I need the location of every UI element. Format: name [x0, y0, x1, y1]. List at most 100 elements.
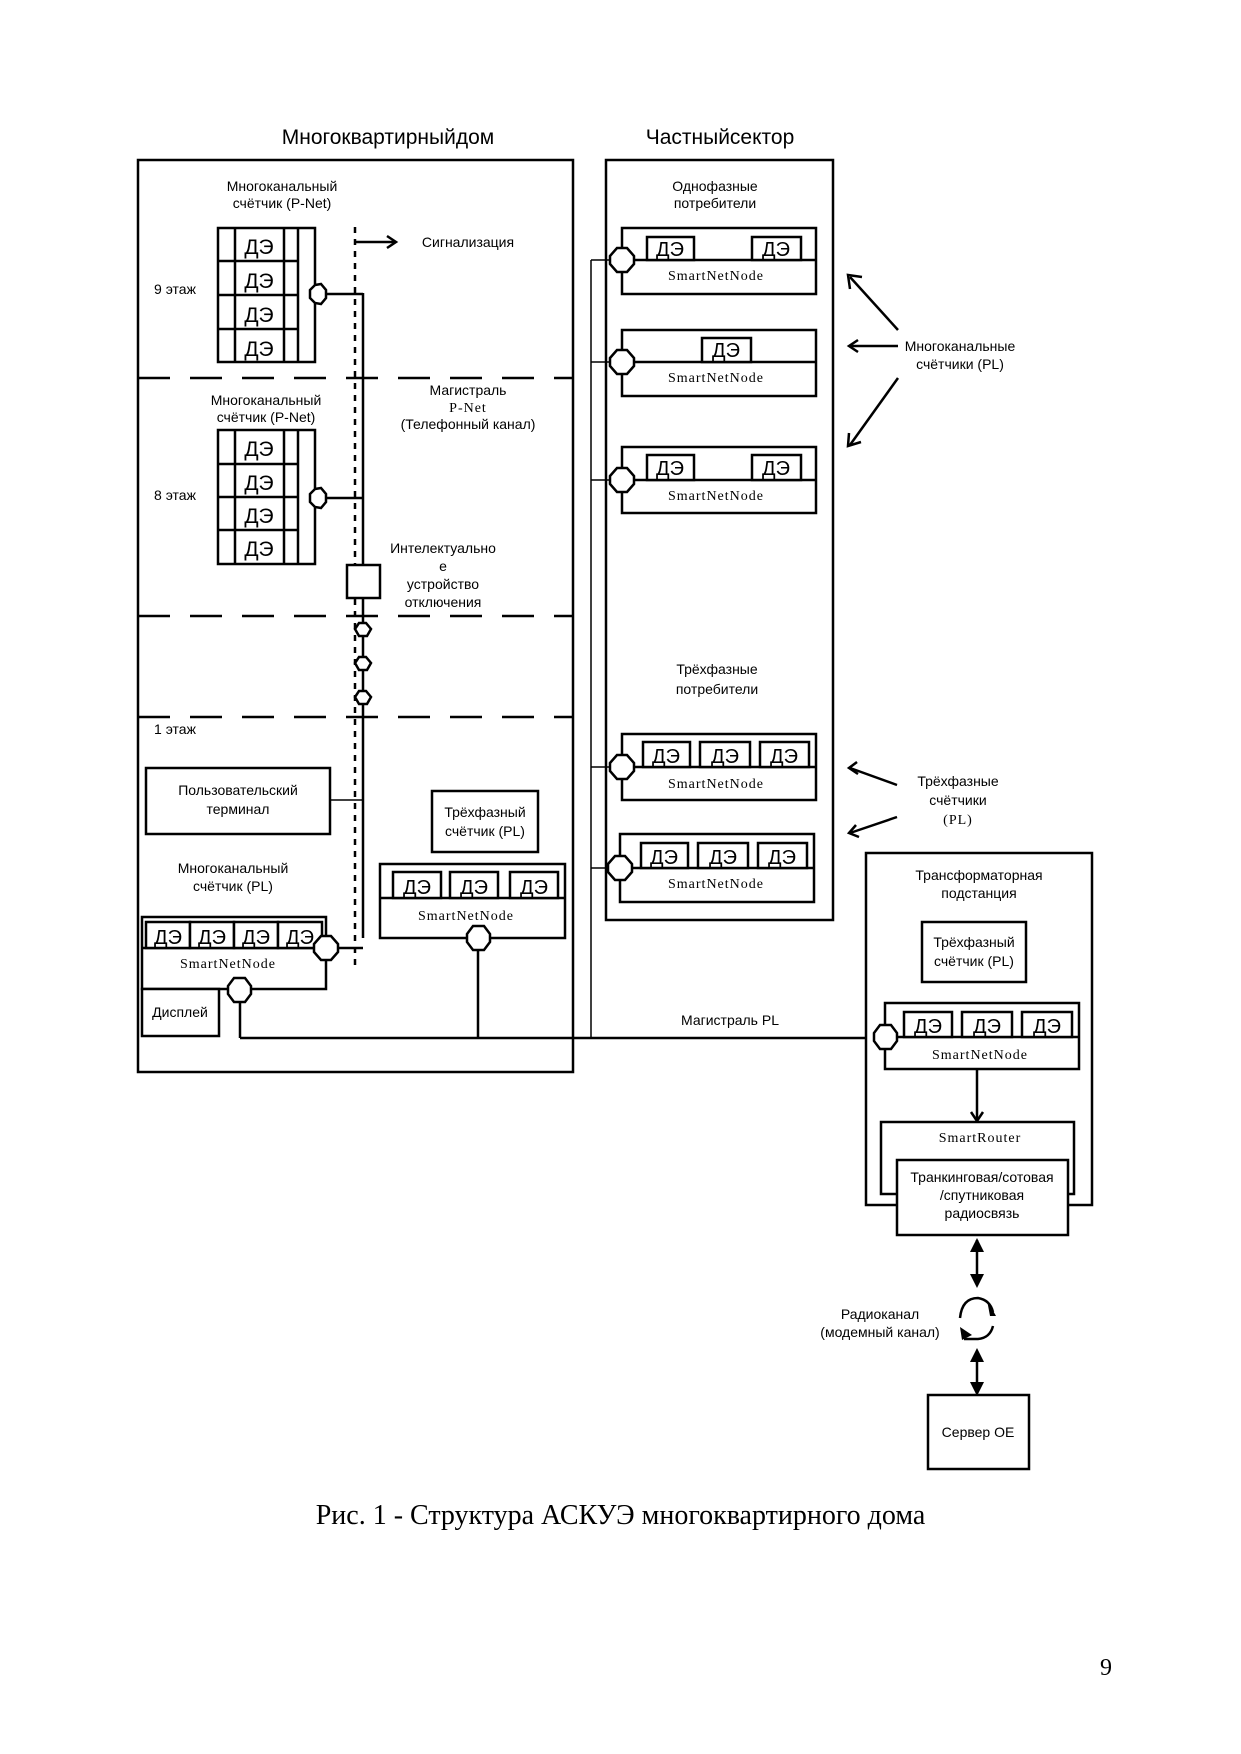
three-phase-meter-label: Трёхфазный — [444, 804, 525, 820]
de-cell: ДЭ — [244, 236, 273, 259]
pointer-arrow — [849, 815, 898, 835]
connector-node-icon — [353, 689, 373, 706]
de-cell: ДЭ — [768, 847, 796, 869]
multichannel-meter-pnet-floor9: ДЭ ДЭ ДЭ ДЭ — [216, 226, 317, 364]
de-cell: ДЭ — [244, 505, 273, 528]
meter-pl-label: счётчик (PL) — [193, 878, 273, 894]
smart-net-node-label: SmartNetNode — [668, 371, 764, 386]
pointer-arrow — [848, 377, 900, 446]
display-label: Дисплей — [152, 1004, 208, 1020]
de-cell: ДЭ — [242, 927, 270, 949]
meter-pnet-label: счётчик (P-Net) — [217, 409, 316, 425]
meter-pnet-label: счётчик (P-Net) — [233, 195, 332, 211]
three-phase-meters-label: Трёхфазные — [917, 773, 999, 789]
smart-net-node-three-phase-2: ДЭ ДЭ ДЭ SmartNetNode — [618, 832, 816, 904]
arrow-head-icon — [846, 761, 859, 776]
de-cell: ДЭ — [973, 1016, 1001, 1038]
radio-channel-label: Радиоканал — [841, 1306, 919, 1322]
smart-net-node-label: SmartNetNode — [668, 269, 764, 284]
arrow-head-icon — [846, 273, 863, 290]
de-cell: ДЭ — [711, 746, 739, 768]
alarm-label: Сигнализация — [422, 234, 514, 250]
section-title-private-sector: Частныйсектор — [646, 126, 795, 149]
connector-node-icon — [312, 934, 340, 962]
single-phase-label: потребители — [674, 195, 756, 211]
de-cell: ДЭ — [244, 438, 273, 461]
substation-three-phase-meter-box — [920, 920, 1028, 984]
arrow-head-icon — [970, 1382, 984, 1396]
smart-net-node-single-phase-1: ДЭ ДЭ SmartNetNode — [620, 226, 818, 296]
cutoff-label: отключения — [405, 594, 482, 610]
meter-pnet-label: Многоканальный — [211, 392, 322, 408]
cutoff-label: устройство — [407, 576, 479, 592]
arrow-head-icon — [846, 338, 859, 354]
multi-meters-pl-label: счётчики (PL) — [916, 356, 1004, 372]
smart-cutoff-device — [345, 563, 382, 600]
smart-net-node-label: SmartNetNode — [180, 957, 276, 972]
connector-node-icon — [308, 282, 328, 306]
de-cell: ДЭ — [460, 877, 488, 899]
server-box — [926, 1393, 1031, 1471]
connector-node-icon — [226, 976, 253, 1004]
de-cell: ДЭ — [244, 338, 273, 361]
floor-label-8: 8 этаж — [154, 487, 197, 503]
de-cell: ДЭ — [650, 847, 678, 869]
cutoff-label: Интелектуально — [390, 540, 496, 556]
de-cell: ДЭ — [914, 1016, 942, 1038]
de-cell: ДЭ — [770, 746, 798, 768]
pnet-trunk-label: Магистраль — [430, 382, 507, 398]
connector-node-icon — [465, 924, 492, 952]
single-phase-label: Однофазные — [672, 178, 758, 194]
cutoff-label: е — [439, 558, 447, 574]
figure-caption: Рис. 1 - Структура АСКУЭ многоквартирног… — [315, 1500, 926, 1531]
smart-net-node-label: SmartNetNode — [668, 877, 764, 892]
smart-router-label: SmartRouter — [939, 1131, 1022, 1146]
connector-node-icon — [353, 621, 373, 638]
smart-net-node-single-phase-3: ДЭ ДЭ SmartNetNode — [620, 445, 818, 515]
smart-net-node-single-phase-2: ДЭ SmartNetNode — [620, 328, 818, 398]
arrow-head-icon — [970, 1274, 984, 1288]
de-cell: ДЭ — [656, 458, 684, 480]
connector-node-icon — [308, 486, 328, 510]
connector-node-icon — [872, 1023, 899, 1051]
three-phase-meter-label: Трёхфазный — [933, 934, 1014, 950]
three-phase-meter-label: счётчик (PL) — [445, 823, 525, 839]
substation-label: Трансформаторная — [915, 867, 1042, 883]
smart-net-node-label: SmartNetNode — [418, 909, 514, 924]
three-phase-meters-label: (PL) — [943, 813, 973, 828]
de-cell: ДЭ — [154, 927, 182, 949]
arrow-head-icon — [846, 432, 862, 448]
multi-meters-pl-label: Многоканальные — [905, 338, 1016, 354]
meter-pl-label: Многоканальный — [178, 860, 289, 876]
radio-link-label: радиосвязь — [945, 1205, 1020, 1221]
meter-pnet-label: Многоканальный — [227, 178, 338, 194]
arrow-head-icon — [970, 1348, 984, 1362]
connector-node-icon — [608, 753, 636, 781]
page-number: 9 — [1100, 1655, 1112, 1681]
connector-node-icon — [608, 246, 636, 274]
three-phase-meter-box — [430, 789, 540, 854]
three-phase-meter-label: счётчик (PL) — [934, 953, 1014, 969]
de-cell: ДЭ — [244, 304, 273, 327]
de-cell: ДЭ — [403, 877, 431, 899]
smart-net-node-label: SmartNetNode — [932, 1048, 1028, 1063]
smart-net-node-label: SmartNetNode — [668, 777, 764, 792]
de-cell: ДЭ — [244, 270, 273, 293]
multichannel-meter-pnet-floor8: ДЭ ДЭ ДЭ ДЭ — [216, 428, 317, 566]
de-cell: ДЭ — [286, 927, 314, 949]
de-cell: ДЭ — [712, 340, 740, 362]
floor-label-9: 9 этаж — [154, 281, 197, 297]
de-cell: ДЭ — [244, 538, 273, 561]
de-cell: ДЭ — [762, 458, 790, 480]
smart-net-node-three-phase-1: ДЭ ДЭ ДЭ SmartNetNode — [620, 732, 818, 802]
radio-channel-label: (модемный канал) — [820, 1324, 939, 1340]
three-phase-consumers-label: потребители — [676, 681, 758, 697]
connector-node-icon — [608, 466, 636, 494]
radio-link-label: /спутниковая — [940, 1187, 1024, 1203]
substation-label: подстанция — [941, 885, 1016, 901]
de-cell: ДЭ — [656, 239, 684, 261]
connector-node-icon — [606, 854, 634, 882]
pnet-trunk-label: P-Net — [449, 401, 487, 416]
user-terminal-label: терминал — [207, 801, 270, 817]
